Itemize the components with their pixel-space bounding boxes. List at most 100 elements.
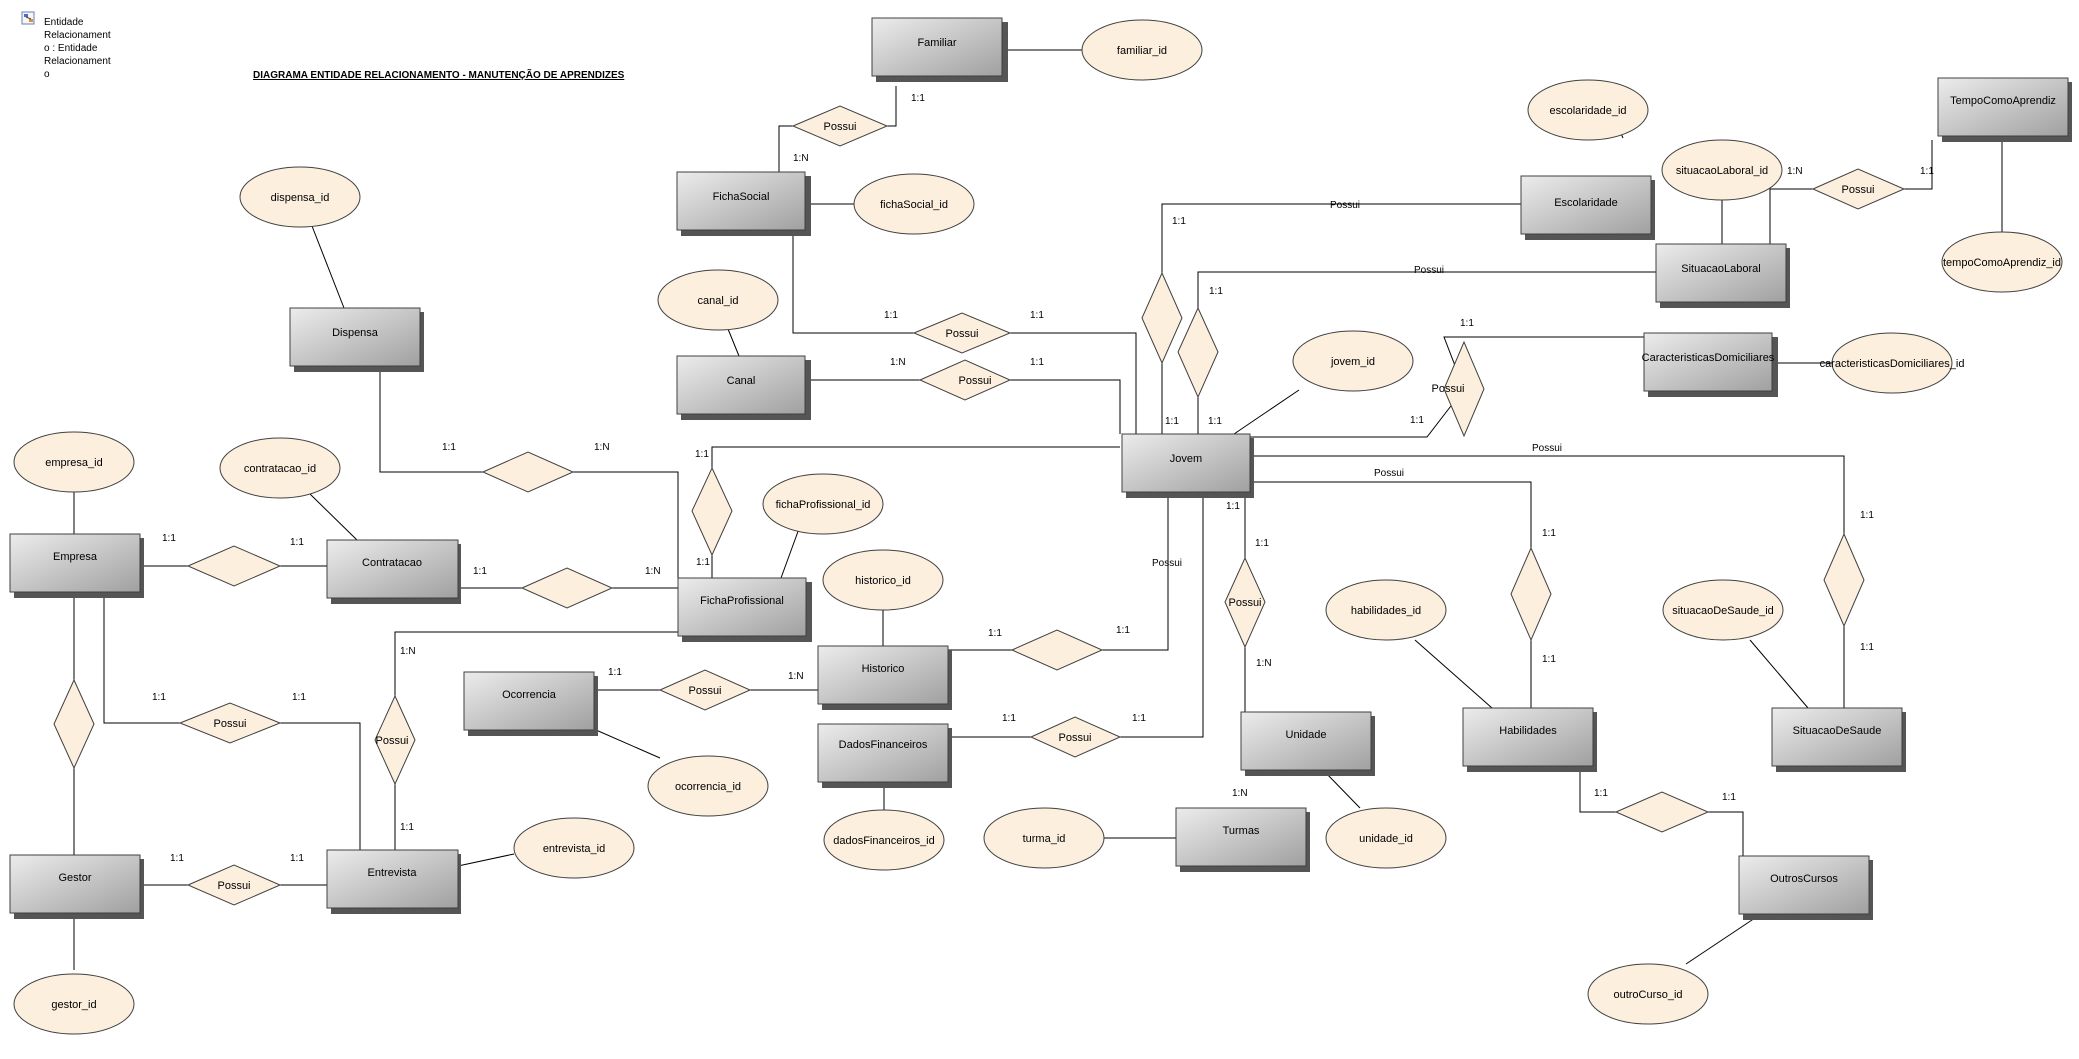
cardinality: 1:N	[1256, 658, 1272, 669]
cardinality: 1:1	[1172, 216, 1186, 227]
attribute-outrocurso-id: outroCurso_id	[1587, 963, 1709, 1025]
svg-text:FichaSocial: FichaSocial	[713, 191, 770, 203]
line	[711, 446, 1120, 468]
cardinality: 1:1	[473, 566, 487, 577]
cardinality: 1:1	[1410, 415, 1424, 426]
cardinality: 1:1	[292, 692, 306, 703]
svg-text:Familiar: Familiar	[917, 37, 956, 49]
svg-text:Turmas: Turmas	[1223, 825, 1260, 837]
svg-text:dispensa_id: dispensa_id	[271, 192, 330, 204]
attribute-tempocomoaprendiz-id: tempoComoAprendiz_id	[1941, 231, 2063, 293]
line	[394, 631, 678, 696]
line	[1708, 811, 1744, 856]
cardinality: 1:1	[608, 667, 622, 678]
svg-text:FichaProfissional: FichaProfissional	[700, 595, 784, 607]
entity-fichaprofissional[interactable]: FichaProfissional	[677, 577, 812, 642]
entity-dadosfinanceiros[interactable]: DadosFinanceiros	[817, 723, 952, 788]
cardinality: 1:1	[1030, 310, 1044, 321]
entity-fichasocial[interactable]: FichaSocial	[676, 171, 811, 236]
relationship-dadosfinanceiros-jovem: Possui	[1029, 716, 1122, 758]
svg-text:jovem_id: jovem_id	[1330, 356, 1375, 368]
cardinality: 1:1	[1209, 286, 1223, 297]
line	[1161, 203, 1521, 273]
entity-outroscursos[interactable]: OutrosCursos	[1738, 855, 1873, 920]
entity-turmas[interactable]: Turmas	[1175, 807, 1310, 872]
svg-text:OutrosCursos: OutrosCursos	[1770, 873, 1838, 885]
legend-line: o	[44, 69, 50, 80]
line	[887, 86, 897, 127]
cardinality: 1:1	[1255, 538, 1269, 549]
attribute-fichasocial-id: fichaSocial_id	[853, 173, 975, 235]
attribute-caracteristicas-id: caracteristicasDomiciliares_id	[1820, 332, 1964, 394]
entity-empresa[interactable]: Empresa	[9, 533, 144, 598]
line	[778, 125, 793, 172]
entity-contratacao[interactable]: Contratacao	[326, 539, 461, 604]
entity-historico[interactable]: Historico	[817, 645, 952, 710]
svg-text:SituacaoDeSaude: SituacaoDeSaude	[1793, 725, 1882, 737]
entity-escolaridade[interactable]: Escolaridade	[1520, 175, 1655, 240]
attribute-jovem-id: jovem_id	[1292, 330, 1414, 392]
entity-situacaolaboral[interactable]: SituacaoLaboral	[1655, 243, 1790, 308]
line	[573, 471, 679, 578]
svg-text:TempoComoAprendiz: TempoComoAprendiz	[1950, 95, 2056, 107]
entity-dispensa[interactable]: Dispensa	[289, 307, 424, 372]
line	[1010, 379, 1121, 434]
svg-text:ocorrencia_id: ocorrencia_id	[675, 781, 741, 793]
entity-familiar[interactable]: Familiar	[871, 17, 1008, 82]
line	[280, 722, 361, 850]
entity-habilidades[interactable]: Habilidades	[1462, 707, 1597, 772]
svg-text:Possui: Possui	[1058, 732, 1091, 744]
cardinality: 1:N	[890, 357, 906, 368]
legend-line: o : Entidade	[44, 43, 98, 54]
entity-jovem[interactable]: Jovem	[1121, 433, 1254, 498]
svg-text:DadosFinanceiros: DadosFinanceiros	[839, 739, 928, 751]
cardinality: 1:1	[1542, 654, 1556, 665]
svg-text:Canal: Canal	[727, 375, 756, 387]
svg-text:entrevista_id: entrevista_id	[543, 843, 605, 855]
svg-text:fichaProfissional_id: fichaProfissional_id	[776, 499, 871, 511]
er-diagram-icon	[21, 11, 35, 25]
svg-text:Escolaridade: Escolaridade	[1554, 197, 1618, 209]
relationship-label: Possui	[1414, 265, 1444, 276]
svg-text:SituacaoLaboral: SituacaoLaboral	[1681, 263, 1761, 275]
svg-text:contratacao_id: contratacao_id	[244, 463, 316, 475]
entity-ocorrencia[interactable]: Ocorrencia	[463, 671, 598, 736]
line	[103, 594, 180, 724]
cardinality: 1:1	[152, 692, 166, 703]
relationship-label: Possui	[1152, 558, 1182, 569]
cardinality: 1:1	[1116, 625, 1130, 636]
relationship-empresa-gestor	[53, 678, 95, 770]
entity-canal[interactable]: Canal	[676, 355, 811, 420]
entity-unidade[interactable]: Unidade	[1240, 711, 1375, 776]
svg-text:historico_id: historico_id	[855, 575, 911, 587]
svg-text:situacaoLaboral_id: situacaoLaboral_id	[1676, 165, 1768, 177]
svg-text:gestor_id: gestor_id	[51, 999, 96, 1011]
cardinality: 1:N	[400, 646, 416, 657]
relationship-saude-jovem	[1823, 532, 1865, 628]
entity-entrevista[interactable]: Entrevista	[326, 849, 461, 914]
entity-caracteristicasdomiciliares[interactable]: CaracteristicasDomiciliares	[1642, 332, 1778, 397]
entity-tempocomoaprendiz[interactable]: TempoComoAprendiz	[1937, 77, 2072, 142]
line	[1685, 915, 1759, 965]
cardinality: 1:1	[1860, 642, 1874, 653]
line	[379, 370, 483, 473]
svg-text:Possui: Possui	[1228, 597, 1261, 609]
svg-text:tempoComoAprendiz_id: tempoComoAprendiz_id	[1943, 257, 2061, 269]
svg-text:Possui: Possui	[1431, 383, 1464, 395]
cardinality: 1:1	[1226, 501, 1240, 512]
relationship-fichasocial-jovem: Possui	[912, 312, 1012, 354]
entity-gestor[interactable]: Gestor	[9, 854, 144, 919]
relationship-empresa-contratacao	[186, 545, 282, 587]
entity-situacaodesaude[interactable]: SituacaoDeSaude	[1771, 707, 1906, 772]
line	[792, 232, 914, 334]
svg-text:outroCurso_id: outroCurso_id	[1613, 989, 1682, 1001]
svg-text:canal_id: canal_id	[698, 295, 739, 307]
line	[1010, 332, 1137, 434]
relationship-gestor-entrevista: Possui	[186, 864, 282, 906]
cardinality: 1:1	[290, 537, 304, 548]
svg-text:Empresa: Empresa	[53, 551, 98, 563]
cardinality: 1:1	[1722, 792, 1736, 803]
line	[1414, 639, 1493, 709]
attribute-historico-id: historico_id	[822, 549, 944, 611]
